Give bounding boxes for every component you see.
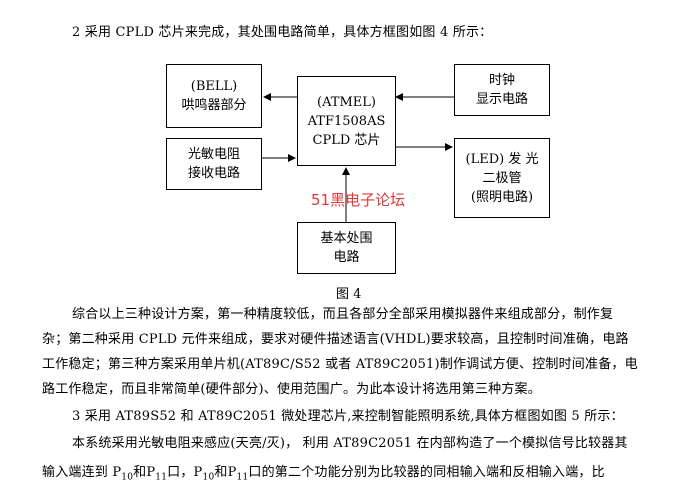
p3-sub-2: 11 — [155, 472, 168, 483]
p3-text-b: 和P — [133, 465, 156, 480]
sensor-box-line1: 光敏电阻 — [187, 147, 240, 162]
figure-caption: 图 4 — [336, 287, 362, 302]
p3-text-e: 口的第二个功能分别为比较器的同相输入端和反相输入端，比 — [248, 465, 605, 480]
bell-box-line1: (BELL) — [190, 79, 238, 94]
paragraph-3-line-1: 本系统采用光敏电阻来感应(天亮/灭)， 利用 AT89C2051 在内部构造了一… — [72, 436, 628, 451]
clock-box: 时钟 显示电路 — [454, 64, 550, 116]
block-diagram: (BELL) 哄鸣器部分 (ATMEL) ATF1508AS CPLD 芯片 时… — [166, 64, 550, 302]
watermark-text: 51黑电子论坛 — [311, 191, 406, 209]
atmel-box: (ATMEL) ATF1508AS CPLD 芯片 — [297, 76, 396, 166]
atmel-box-line3: CPLD 芯片 — [312, 132, 381, 148]
led-box-line3: (照明电路) — [470, 189, 534, 205]
bell-box-line2: 哄鸣器部分 — [181, 98, 247, 113]
p3-text-a: 输入端连到 P — [42, 465, 122, 480]
paragraph-1-line-1: 综合以上三种设计方案，第一种精度较低，而且各部分全部采用模拟器件来组成部分，制作… — [72, 307, 614, 322]
atmel-box-line1: (ATMEL) — [317, 94, 376, 110]
diagram-arrows — [262, 93, 454, 222]
bell-box: (BELL) 哄鸣器部分 — [166, 64, 262, 128]
sensor-box: 光敏电阻 接收电路 — [166, 138, 262, 190]
sensor-box-line2: 接收电路 — [187, 166, 240, 181]
paragraph-1-line-2: 杂；第二种采用 CPLD 元件来组成，要求对硬件描述语言(VHDL)要求较高，且… — [42, 332, 629, 347]
paragraph-1-line-3: 工作稳定；第三种方案采用单片机(AT89C/S52 或者 AT89C2051)制… — [42, 357, 638, 372]
led-box-line2: 二极管 — [482, 170, 522, 186]
p3-sub-3: 10 — [202, 472, 215, 483]
led-box-line1: (LED) 发 光 — [465, 151, 539, 167]
paragraph-3-line-2: 输入端连到 P10和P11口，P10和P11口的第二个功能分别为比较器的同相输入… — [42, 464, 676, 487]
atmel-box-line2: ATF1508AS — [307, 113, 386, 129]
basic-box-line2: 电路 — [333, 250, 360, 265]
clock-box-line2: 显示电路 — [475, 92, 528, 107]
basic-box-line1: 基本处围 — [320, 231, 373, 246]
p3-sub-1: 10 — [121, 472, 134, 483]
basic-box: 基本处围 电路 — [297, 222, 396, 274]
paragraph-2-line-1: 3 采用 AT89S52 和 AT89C2051 微处理芯片,来控制智能照明系统… — [72, 409, 624, 424]
led-box: (LED) 发 光 二极管 (照明电路) — [454, 138, 550, 218]
intro-line: 2 采用 CPLD 芯片来完成，其处围电路简单，具体方框图如图 4 所示： — [72, 25, 493, 40]
p3-text-d: 和P — [214, 465, 237, 480]
paragraph-1-line-4: 路工作稳定，而且非常简单(硬件部分)、使用范围广。为此本设计将选用第三种方案。 — [42, 382, 541, 397]
clock-box-line1: 时钟 — [488, 73, 515, 88]
p3-text-c: 口，P — [167, 465, 203, 480]
p3-sub-4: 11 — [236, 472, 249, 483]
